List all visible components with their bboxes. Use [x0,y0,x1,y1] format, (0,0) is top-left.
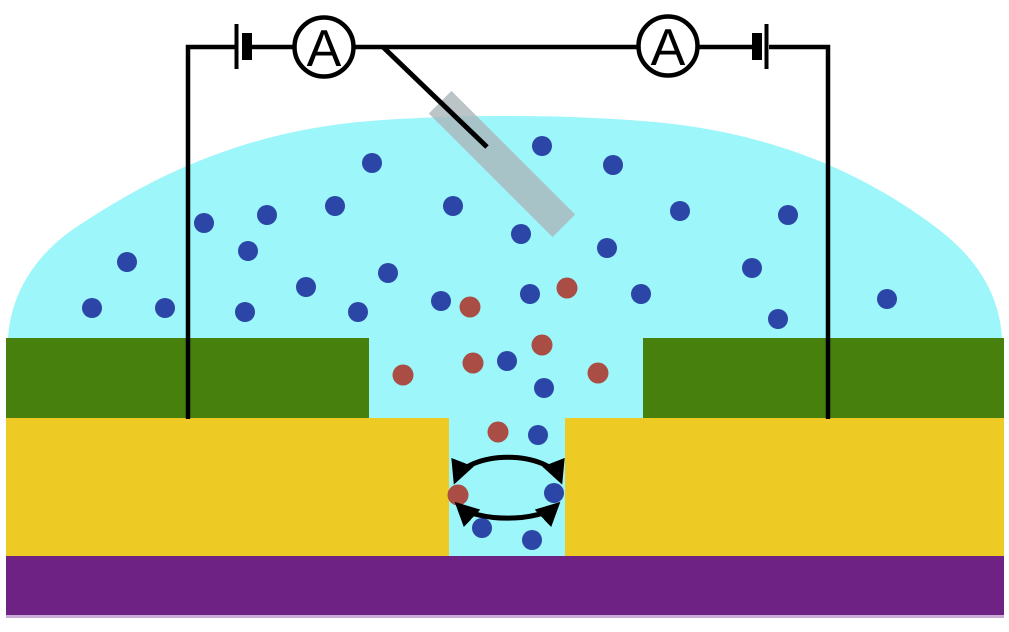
battery-symbol-right [752,24,769,69]
blue-particle [631,284,651,304]
blue-particle [238,241,258,261]
blue-particle [378,263,398,283]
purple-substrate [6,556,1004,616]
red-particle [556,277,578,299]
battery-long-plate [764,24,769,69]
blue-particle [742,258,762,278]
blue-particle [522,530,542,550]
red-particle [392,364,414,386]
blue-particle [348,302,368,322]
ammeter-left: A [292,15,356,79]
blue-particle [778,205,798,225]
blue-particle [497,351,517,371]
blue-particle [431,291,451,311]
blue-particle [520,284,540,304]
blue-particle [235,302,255,322]
circuit-wires [185,44,831,419]
ammeter-label: A [651,19,686,77]
blue-particle [603,155,623,175]
battery-short-plate [242,33,252,60]
red-particle [487,421,509,443]
red-particle [462,352,484,374]
red-particle [587,362,609,384]
probe-lead-wire [381,45,489,149]
blue-particle [511,224,531,244]
ammeter-label: A [307,20,342,78]
ammeter-right: A [636,14,700,78]
blue-particle [877,289,897,309]
red-particle [459,296,481,318]
red-particle [531,334,553,356]
green-layer-right [643,338,1004,418]
droplet-dome [8,115,1002,339]
purple-substrate-bottom-edge [6,615,1004,618]
ammeter-circle [636,14,700,78]
blue-particle [325,196,345,216]
blue-particle [362,153,382,173]
blue-particle [534,378,554,398]
device-layers [6,338,1004,618]
blue-particle [194,213,214,233]
ammeter-circle [292,15,356,79]
blue-particle [82,298,102,318]
blue-particle [597,238,617,258]
blue-particle [117,252,137,272]
yellow-layer-left [6,418,449,556]
battery-long-plate [234,24,239,69]
blue-particle [768,309,788,329]
particles-layer [82,136,897,550]
yellow-layer-right [565,418,1004,556]
blue-particle [155,298,175,318]
measurement-circuit: A A [185,14,831,419]
blue-particle [532,136,552,156]
circulation-arrow-bottom [454,501,561,528]
blue-particle [296,277,316,297]
battery-symbol-left [234,24,252,69]
blue-particle [670,201,690,221]
blue-particle [257,205,277,225]
blue-particle [443,196,463,216]
blue-particle [528,425,548,445]
blue-particle [472,518,492,538]
liquid-droplet [8,115,1002,558]
red-particle [447,484,469,506]
circulation-arrows [451,454,565,528]
battery-short-plate [752,33,762,60]
circulation-arrow-top [451,454,565,485]
blue-particle [544,483,564,503]
